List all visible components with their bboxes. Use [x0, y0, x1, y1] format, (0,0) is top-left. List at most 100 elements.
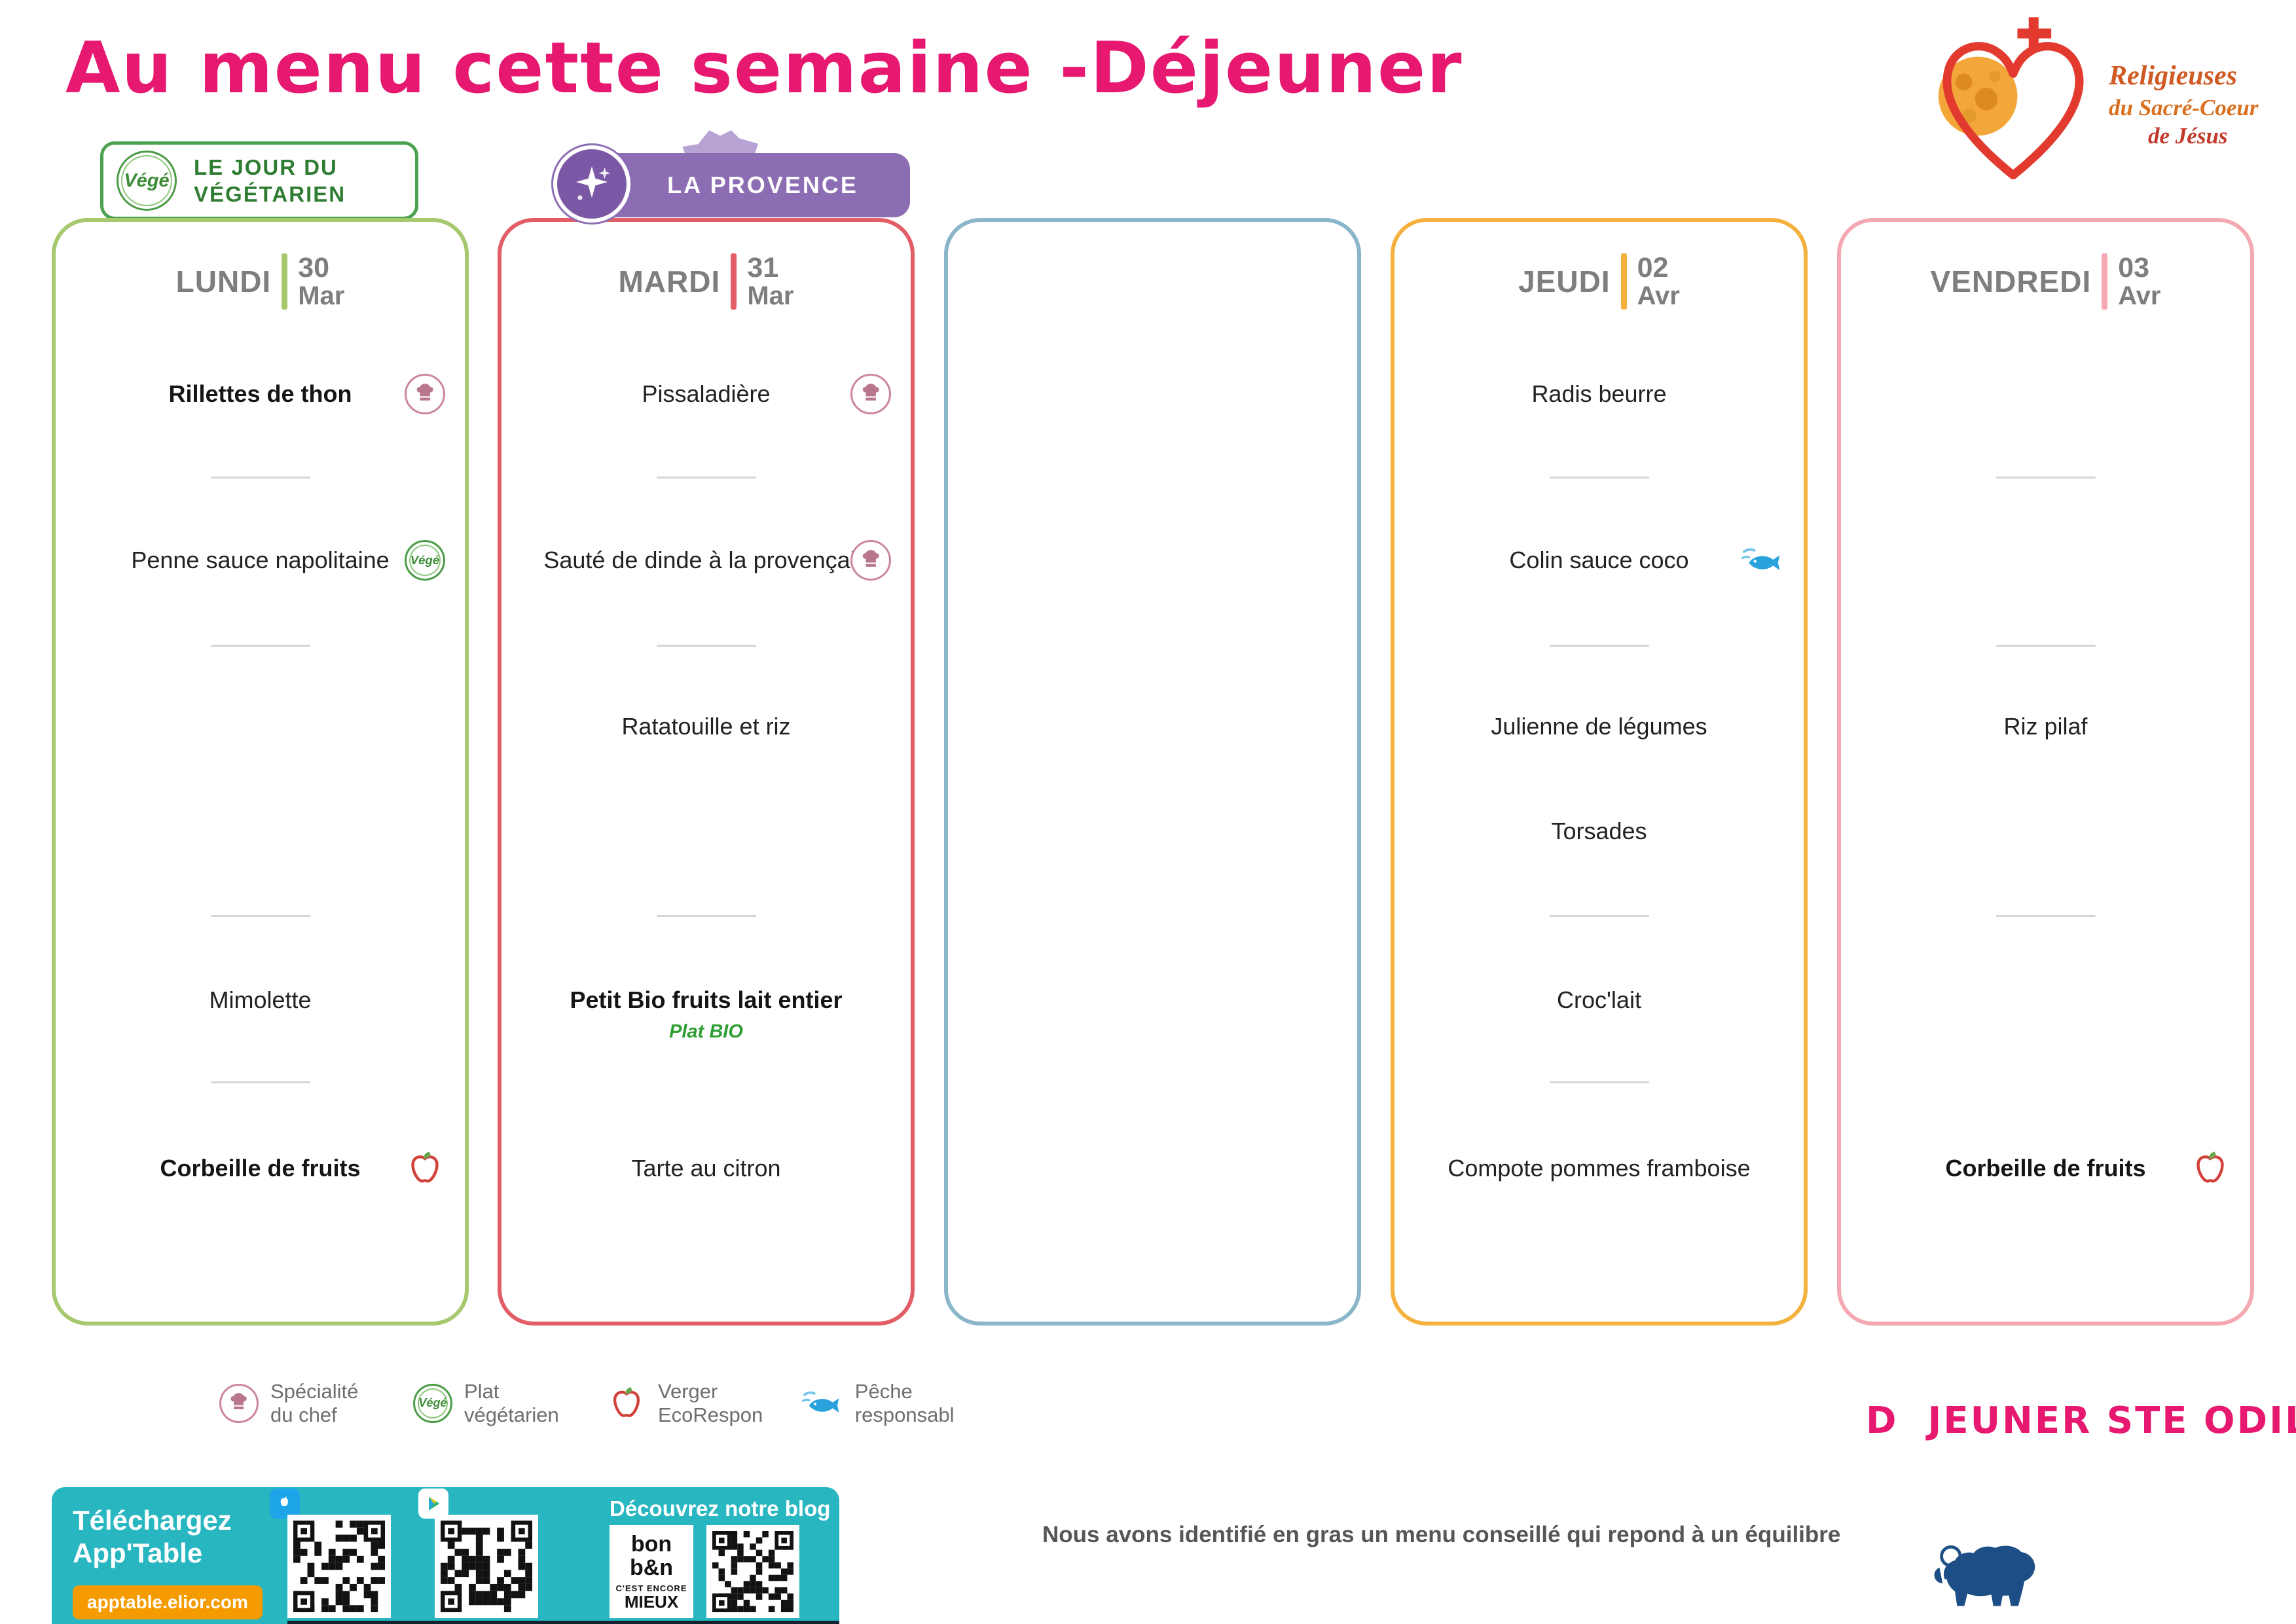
- item-separator: [1549, 477, 1649, 478]
- item-separator: [656, 477, 756, 478]
- vege-badge-line: LE JOUR DU: [194, 154, 338, 179]
- menu-item-label: Compote pommes framboise: [1448, 1155, 1751, 1182]
- bio-label: Plat BIO: [669, 1021, 743, 1042]
- day-month: Mar: [747, 281, 794, 310]
- menu-item-label: Corbeille de fruits: [160, 1155, 361, 1182]
- bonbon-logo-line: C'EST ENCORE: [615, 1583, 687, 1594]
- vege-badge-title: LE JOUR DU VÉGÉTARIEN: [194, 154, 346, 208]
- day-label: JEUDI: [1518, 264, 1611, 298]
- item-separator: [1549, 915, 1649, 917]
- qr-code-googleplay[interactable]: [435, 1515, 538, 1618]
- balanced-menu-note: Nous avons identifié en gras un menu con…: [1042, 1522, 1841, 1547]
- item-separator: [656, 915, 756, 917]
- menu-item-label: Torsades: [1551, 818, 1647, 844]
- menu-item: Croc'lait: [1412, 979, 1787, 1021]
- banner-download-title: Téléchargez App'Table: [73, 1504, 232, 1570]
- item-separator: [210, 477, 310, 478]
- blog-title: Découvrez notre blog: [610, 1496, 831, 1521]
- handwritten-note: D JEUNER STE ODILE: [1866, 1399, 2296, 1442]
- chef-hat-icon: [219, 1383, 259, 1423]
- provence-theme-badge: LA PROVENCE: [553, 126, 910, 224]
- menu-item-label: Rillettes de thon: [168, 380, 352, 407]
- menu-item-label: Corbeille de fruits: [1945, 1155, 2146, 1182]
- menu-item: Corbeille de fruits: [73, 1147, 448, 1189]
- legend-label-line: du chef: [270, 1403, 337, 1426]
- item-separator: [1995, 645, 2096, 647]
- bison-logo: [1928, 1537, 2052, 1624]
- sparkle-icon: [553, 145, 630, 223]
- day-number: 30: [298, 251, 330, 283]
- item-separator: [210, 645, 310, 647]
- menu-item: Rillettes de thon: [73, 373, 448, 415]
- menu-item-label: Pissaladière: [642, 380, 771, 407]
- apple-icon: [607, 1384, 646, 1423]
- heart-globe-icon: [1938, 17, 2084, 179]
- menu-item: Pissaladière: [519, 373, 894, 415]
- bonbon-logo-line: MIEUX: [624, 1592, 679, 1612]
- menu-item: Sauté de dinde à la provençale: [519, 539, 894, 581]
- brand-line: de Jésus: [2148, 123, 2228, 149]
- menu-item: Torsades: [1412, 810, 1787, 852]
- day-label: MARDI: [618, 264, 721, 298]
- brand-line: du Sacré-Coeur: [2109, 94, 2259, 120]
- menu-item-label: Julienne de légumes: [1491, 713, 1707, 740]
- chef-hat-icon: [405, 374, 445, 414]
- menu-item: Tarte au citron: [519, 1147, 894, 1189]
- menu-item: Julienne de légumes: [1412, 706, 1787, 748]
- day-accent-bar: [2102, 253, 2108, 310]
- legend-label-line: Spécialité: [270, 1380, 359, 1403]
- page-title: Au menu cette semaine -Déjeuner: [65, 27, 1463, 109]
- menu-item: Ratatouille et riz: [519, 706, 894, 748]
- day-label: LUNDI: [175, 264, 272, 298]
- qr-code-appstore[interactable]: [287, 1515, 391, 1618]
- menu-item-label: Sauté de dinde à la provençale: [543, 547, 869, 573]
- qr-code-blog[interactable]: [706, 1525, 799, 1618]
- vege-icon: Végé: [405, 540, 445, 581]
- item-separator: [210, 1081, 310, 1083]
- menu-item: Radis beurre: [1412, 373, 1787, 415]
- menu-item: Riz pilaf: [1858, 706, 2233, 748]
- menu-item-label: Ratatouille et riz: [621, 713, 791, 740]
- menu-item-label: Radis beurre: [1531, 380, 1667, 407]
- day-label: VENDREDI: [1930, 264, 2092, 298]
- fish-icon: [1740, 543, 1784, 578]
- menu-item-label: Tarte au citron: [631, 1155, 781, 1182]
- vege-icon: Végé: [413, 1383, 452, 1423]
- apple-icon: [2190, 1148, 2231, 1189]
- banner-bottom-strip: [287, 1621, 839, 1624]
- apple-icon: [405, 1148, 445, 1189]
- menu-item-label: Petit Bio fruits lait entier: [570, 986, 843, 1013]
- apptable-url-button[interactable]: apptable.elior.com: [73, 1585, 263, 1619]
- legend-label-line: EcoRespon: [658, 1403, 763, 1426]
- banner-download-line: App'Table: [73, 1538, 203, 1569]
- menu-item-label: Colin sauce coco: [1509, 547, 1689, 573]
- menu-item-label: Riz pilaf: [2003, 713, 2088, 740]
- chef-hat-icon: [850, 540, 891, 581]
- google-play-icon: [418, 1489, 448, 1519]
- vegetarian-day-badge: Végé LE JOUR DU VÉGÉTARIEN: [100, 141, 418, 220]
- menu-item-label: Mimolette: [209, 986, 312, 1013]
- banner-download-line: Téléchargez: [73, 1505, 232, 1536]
- item-separator: [1995, 915, 2096, 917]
- menu-item-label: Croc'lait: [1557, 986, 1641, 1013]
- menu-item: Compote pommes framboise: [1412, 1147, 1787, 1189]
- day-number: 03: [2118, 251, 2150, 283]
- item-separator: [1549, 645, 1649, 647]
- item-separator: [1995, 477, 2096, 478]
